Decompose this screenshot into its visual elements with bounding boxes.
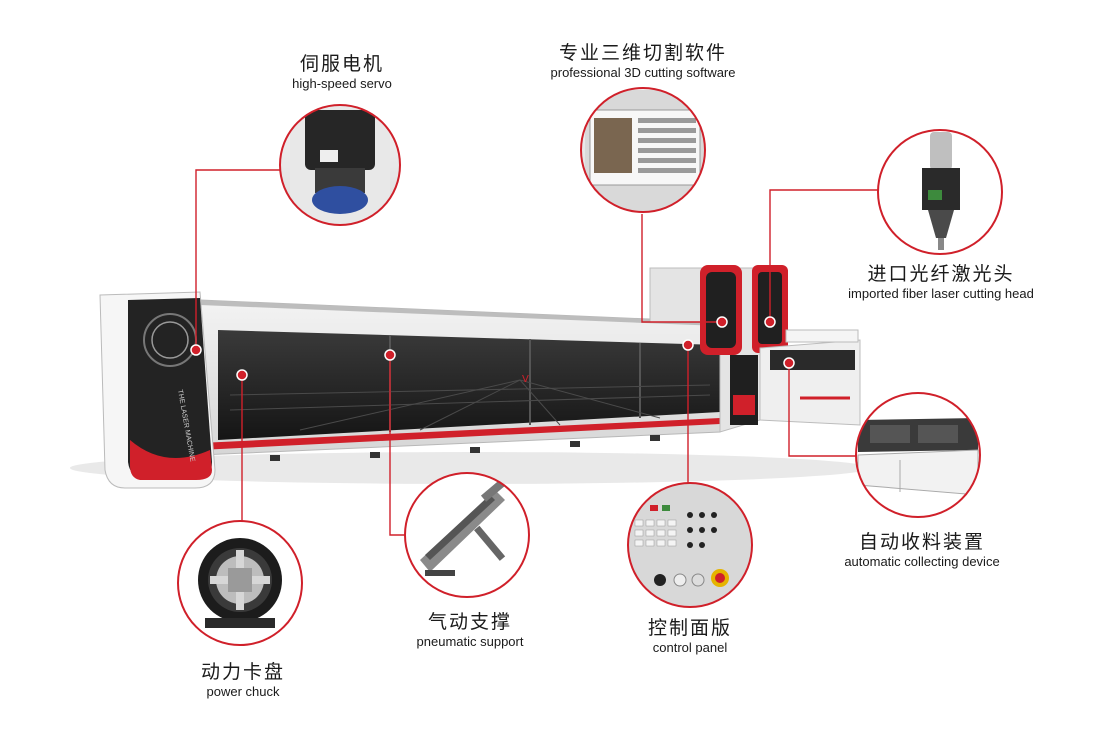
callout-collect-en: automatic collecting device bbox=[844, 554, 1000, 569]
callout-support: 气动支撑 pneumatic support bbox=[417, 610, 524, 650]
callout-dots bbox=[190, 316, 795, 381]
software-screen-icon bbox=[580, 87, 706, 213]
collecting-device-icon bbox=[855, 392, 981, 518]
callout-chuck-zh: 动力卡盘 bbox=[200, 661, 286, 683]
callout-support-zh: 气动支撑 bbox=[427, 611, 513, 633]
svg-text:V: V bbox=[522, 374, 529, 385]
callout-servo-zh: 伺服电机 bbox=[299, 53, 385, 75]
callout-chuck-en: power chuck bbox=[206, 684, 280, 699]
callout-panel-zh: 控制面版 bbox=[647, 617, 733, 639]
callout-software-en: professional 3D cutting software bbox=[550, 65, 736, 80]
pneumatic-support-icon bbox=[404, 472, 530, 598]
callout-head: 进口光纤激光头 imported fiber laser cutting hea… bbox=[848, 262, 1034, 302]
callout-software: 专业三维切割软件 professional 3D cutting softwar… bbox=[551, 41, 736, 81]
callout-panel: 控制面版 control panel bbox=[648, 616, 732, 656]
laser-head-icon bbox=[877, 129, 1003, 255]
callout-servo: 伺服电机 high-speed servo bbox=[292, 52, 392, 92]
servo-motor-icon bbox=[279, 104, 401, 226]
laser-machine: V THE LASER MACHINE bbox=[70, 265, 870, 489]
callout-collect: 自动收料装置 automatic collecting device bbox=[844, 530, 999, 570]
callout-software-zh: 专业三维切割软件 bbox=[558, 42, 728, 64]
callout-support-en: pneumatic support bbox=[416, 634, 524, 649]
callout-chuck: 动力卡盘 power chuck bbox=[201, 660, 285, 700]
callout-panel-en: control panel bbox=[652, 640, 728, 655]
callout-collect-zh: 自动收料装置 bbox=[858, 531, 986, 553]
callout-head-zh: 进口光纤激光头 bbox=[867, 263, 1015, 285]
callout-head-en: imported fiber laser cutting head bbox=[848, 286, 1034, 301]
power-chuck-icon bbox=[177, 520, 303, 646]
callout-lines bbox=[195, 169, 878, 536]
control-panel-icon bbox=[627, 482, 753, 608]
callout-servo-en: high-speed servo bbox=[292, 76, 392, 91]
